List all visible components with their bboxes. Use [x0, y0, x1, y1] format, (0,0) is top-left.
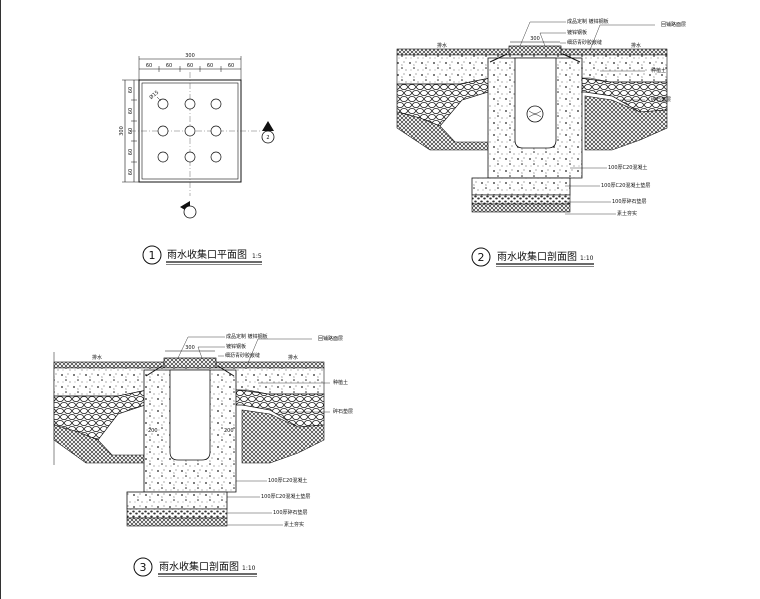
- section2-callout-9: 100厚碎石垫层: [612, 198, 647, 205]
- section2-callout-1: 成品定制 镀锌钢板: [567, 18, 609, 25]
- section-2-view: 300 排水 排水 成品定制 镀锌钢板: [396, 18, 686, 267]
- plan-h-seg-5: 60: [228, 63, 234, 69]
- section3-side-left: 200: [148, 428, 158, 434]
- plan-top-dimensions: 300 60 60 60 60 60: [138, 53, 242, 84]
- section3-footing: [126, 491, 228, 510]
- plan-h-seg-3: 60: [187, 63, 193, 69]
- hole-diameter-label: Ø15: [148, 89, 160, 101]
- section3-callout-8: 100厚C20混凝土垫层: [261, 493, 310, 500]
- section2-anchor-left: [489, 53, 508, 63]
- section2-callouts: 成品定制 镀锌钢板 镀锌钢板 细沥青砂胶嵌缝 回铺路面层 种植土 碎石垫层 10…: [519, 18, 686, 217]
- plan-h-seg-1: 60: [146, 63, 152, 69]
- hole-leader: [156, 96, 162, 102]
- plan-v-seg-5: 60: [128, 169, 134, 175]
- plan-v-seg-2: 60: [128, 108, 134, 114]
- section2-scale: 1:10: [580, 255, 594, 262]
- section2-callout-7: 100厚C20混凝土: [608, 164, 647, 171]
- drain-hole: [157, 151, 169, 163]
- section3-title-number: 3: [140, 561, 147, 574]
- section3-callout-9: 100厚碎石垫层: [273, 509, 308, 516]
- section3-title: 雨水收集口剖面图: [159, 560, 239, 573]
- section3-slope-right: 排水: [288, 354, 298, 361]
- section2-subgrade-right: [584, 95, 668, 151]
- section3-grate: [163, 357, 217, 369]
- section2-compacted-soil: [471, 203, 571, 213]
- section2-grate: [508, 45, 562, 56]
- drain-holes: [157, 98, 222, 163]
- plan-h-seg-4: 60: [207, 63, 213, 69]
- section3-callout-7: 100厚C20混凝土: [268, 477, 307, 484]
- section2-title: 雨水收集口剖面图: [497, 250, 577, 263]
- section-marker-number: 2: [266, 135, 269, 141]
- section2-footing: [471, 177, 571, 196]
- section2-title-number: 2: [478, 251, 485, 264]
- section2-pipe: [526, 105, 544, 123]
- section3-title-block: 3 雨水收集口剖面图 1:10: [133, 557, 257, 577]
- section2-callout-3: 细沥青砂胶嵌缝: [567, 39, 602, 46]
- plan-title: 雨水收集口平面图: [167, 248, 247, 261]
- plan-title-block: 1 雨水收集口平面图 1:5: [142, 245, 262, 265]
- plan-title-number: 1: [149, 249, 156, 262]
- section3-callout-1: 成品定制 镀锌钢板: [226, 333, 268, 340]
- section2-slope-left: 排水: [437, 42, 447, 49]
- section2-top-dim: 300: [530, 36, 540, 42]
- section3-callout-2: 镀锌钢板: [226, 343, 246, 350]
- drain-hole: [210, 151, 222, 163]
- drain-hole: [157, 98, 169, 110]
- plan-h-seg-2: 60: [166, 63, 172, 69]
- plan-width-label: 300: [185, 53, 195, 59]
- section3-subgrade-right: [241, 409, 325, 464]
- section3-scale: 1:10: [242, 565, 256, 572]
- plan-v-seg-4: 60: [128, 149, 134, 155]
- section3-channel: [169, 369, 211, 461]
- section3-callout-3: 细沥青砂胶嵌缝: [225, 352, 260, 359]
- drain-hole: [210, 125, 222, 137]
- plan-scale: 1:5: [252, 253, 262, 260]
- section2-slope-right: 排水: [631, 42, 641, 49]
- drain-hole: [210, 98, 222, 110]
- section3-top-dim: 300: [185, 345, 195, 351]
- drain-hole: [184, 98, 196, 110]
- section2-callout-8: 100厚C20混凝土垫层: [601, 182, 650, 189]
- section3-callout-6: 碎石垫层: [333, 408, 353, 415]
- section3-side-right: 200: [224, 428, 234, 434]
- section3-callout-10: 素土夯实: [284, 521, 304, 528]
- section-3-view: 300 排水 排水 200 200 成品定制 镀锌钢板 镀锌钢板 细沥青砂胶嵌缝: [53, 333, 353, 577]
- section2-callout-2: 镀锌钢板: [567, 29, 587, 36]
- section3-callout-5: 种植土: [333, 379, 348, 386]
- section3-slope-left: 排水: [92, 354, 102, 361]
- section2-callout-6: 碎石垫层: [651, 96, 671, 103]
- section3-anchor-left: [145, 365, 163, 377]
- section2-title-block: 2 雨水收集口剖面图 1:10: [471, 247, 594, 267]
- plan-view: 300 60 60 60 60 60 300 60 60 60 60 60: [119, 53, 275, 265]
- plan-v-seg-1: 60: [128, 87, 134, 93]
- section2-callout-5: 种植土: [651, 67, 666, 74]
- section3-callout-4: 回铺路面层: [318, 335, 343, 342]
- section2-channel: [514, 57, 557, 149]
- drain-hole: [157, 125, 169, 137]
- section3-callouts: 成品定制 镀锌钢板 镀锌钢板 细沥青砂胶嵌缝 回铺路面层 种植土 碎石垫层 10…: [177, 333, 353, 528]
- section-marker-bottom: [180, 201, 197, 219]
- section2-gravel-cushion: [471, 194, 571, 205]
- section3-compacted-soil: [126, 517, 228, 527]
- section-marker-right: 2: [261, 121, 275, 144]
- section2-callout-10: 素土夯实: [617, 210, 637, 217]
- drain-hole: [184, 151, 196, 163]
- section2-callout-4: 回铺路面层: [661, 21, 686, 28]
- drain-hole: [184, 125, 196, 137]
- section3-gravel-cushion: [126, 508, 228, 519]
- section2-anchor-right: [562, 53, 581, 63]
- plan-height-label: 300: [119, 126, 125, 136]
- section3-anchor-right: [217, 365, 235, 377]
